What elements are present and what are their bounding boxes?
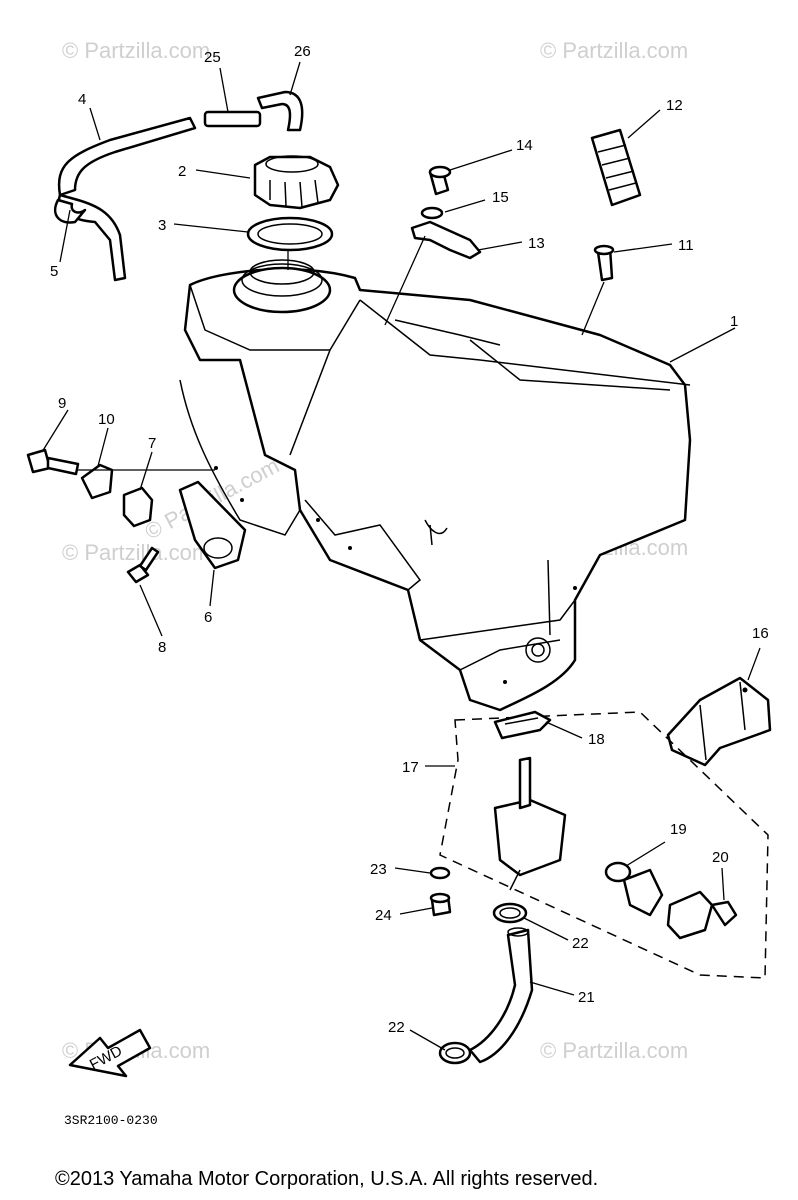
copyright-notice: ©2013 Yamaha Motor Corporation, U.S.A. A… [55,1168,598,1190]
fuel-hose-21-part[interactable] [468,927,534,1064]
bolt-14-part[interactable] [428,165,452,196]
valve-lever-part[interactable] [622,868,664,917]
callout-4: 4 [78,91,86,108]
washer-15-part[interactable] [420,206,444,220]
watermark: © Partzilla.com [540,1038,688,1063]
breather-hose-part[interactable] [57,116,197,282]
callout-25: 25 [204,49,221,66]
watermark: © Partzilla.com [62,38,210,63]
cap-gasket-part[interactable] [246,216,334,270]
o-ring-19-part[interactable] [604,861,632,883]
callout-21: 21 [578,989,595,1006]
joint-25-part[interactable] [203,110,262,128]
bracket-13-part[interactable] [410,220,482,260]
gasket-18-part[interactable] [493,710,552,740]
callout-15: 15 [492,189,509,206]
callout-13: 13 [528,235,545,252]
bolt-9-part[interactable] [26,448,80,476]
diagram-code: 3SR2100-0230 [64,1113,158,1128]
leader-lines [41,61,761,1051]
fuel-tank-part[interactable] [179,268,692,712]
callout-12: 12 [666,97,683,114]
callout-16: 16 [752,625,769,642]
watermark: © Partzilla.com [62,540,210,565]
assembly-17-boundary [439,711,769,979]
callout-26: 26 [294,43,311,60]
callout-24: 24 [375,907,392,924]
collar-10-part[interactable] [80,463,114,500]
callout-22: 22 [572,935,589,952]
filler-neck [232,259,332,314]
hose-clamp-22b-part[interactable] [438,1041,472,1065]
fuel-cock-part[interactable] [493,756,567,891]
washer-23-part[interactable] [429,866,451,880]
callout-17: 17 [402,759,419,776]
callout-11: 11 [678,237,694,254]
callout-2: 2 [178,163,186,180]
callout-20: 20 [712,849,729,866]
callout-9: 9 [58,395,66,412]
watermark: © Partzilla.com [540,38,688,63]
callout-7: 7 [148,435,156,452]
callout-6: 6 [204,609,212,626]
damper-pad-12-part[interactable] [590,128,642,207]
plate-part[interactable] [666,890,714,940]
callout-10: 10 [98,411,115,428]
hose-26-part[interactable] [256,90,304,132]
callout-18: 18 [588,731,605,748]
callout-23: 23 [370,861,387,878]
damper-7-part[interactable] [122,486,154,528]
callout-14: 14 [516,137,533,154]
screw-20-part[interactable] [710,900,738,927]
callout-19: 19 [670,821,687,838]
callout-5: 5 [50,263,58,280]
forward-arrow-icon: FWD [68,1028,152,1078]
bolt-11-part[interactable] [593,244,615,282]
bracket-6-part[interactable] [178,480,247,570]
bolt-8-part[interactable] [126,546,160,584]
hose-clamp-22-part[interactable] [492,902,528,924]
callout-labels: 1 2 3 4 5 6 7 8 9 10 11 12 13 14 15 16 1… [50,43,769,1036]
callout-22b: 22 [388,1019,405,1036]
callout-1: 1 [730,313,738,330]
screw-24-part[interactable] [429,892,452,917]
cover-16-part[interactable] [666,676,772,767]
fuel-cap-part[interactable] [253,155,340,210]
callout-3: 3 [158,217,166,234]
callout-8: 8 [158,639,166,656]
